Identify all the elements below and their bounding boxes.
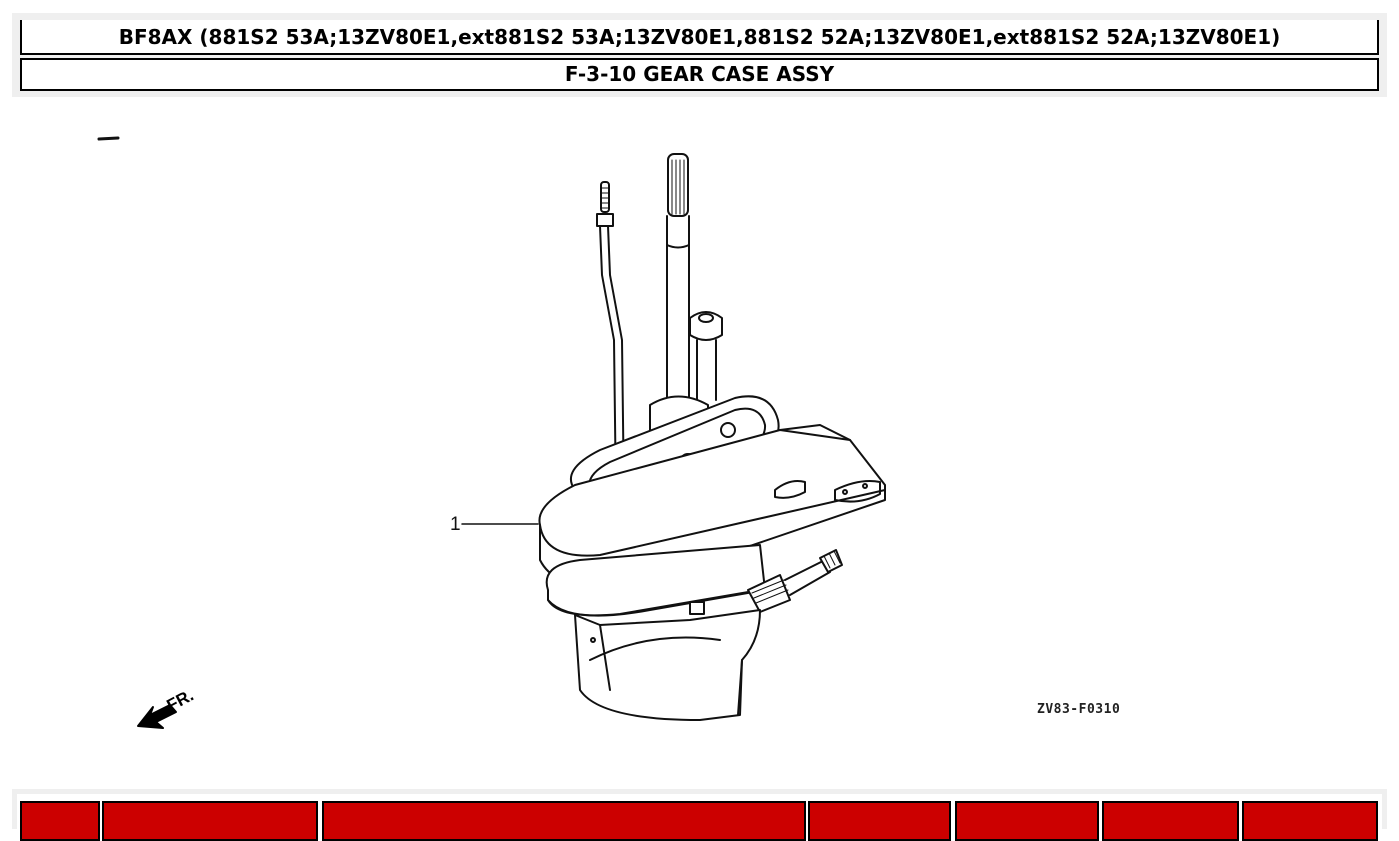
fr-arrow-icon — [137, 704, 177, 729]
parts-diagram: 1 FR. ZV83-F0310 — [0, 100, 1399, 780]
table-header-col-7[interactable] — [1242, 801, 1378, 841]
parts-table-header-row — [17, 794, 1382, 841]
bolt — [689, 311, 723, 401]
table-header-col-5[interactable] — [955, 801, 1099, 841]
table-header-col-1[interactable] — [20, 801, 100, 841]
table-header-col-3[interactable] — [322, 801, 806, 841]
table-header-col-6[interactable] — [1102, 801, 1239, 841]
diagram-reference-code: ZV83-F0310 — [1037, 702, 1121, 717]
section-title: F-3-10 GEAR CASE ASSY — [20, 58, 1379, 91]
table-header-col-2[interactable] — [102, 801, 318, 841]
callout-1[interactable]: 1 — [450, 514, 461, 535]
model-title: BF8AX (881S2 53A;13ZV80E1,ext881S2 53A;1… — [20, 20, 1379, 55]
table-header-col-4[interactable] — [808, 801, 951, 841]
shift-rod — [596, 181, 625, 501]
drive-shaft — [666, 153, 690, 406]
header-panel: BF8AX (881S2 53A;13ZV80E1,ext881S2 53A;1… — [12, 13, 1387, 97]
parts-table — [12, 789, 1387, 841]
gear-case-drawing — [97, 136, 886, 729]
propeller-shaft — [747, 549, 843, 613]
